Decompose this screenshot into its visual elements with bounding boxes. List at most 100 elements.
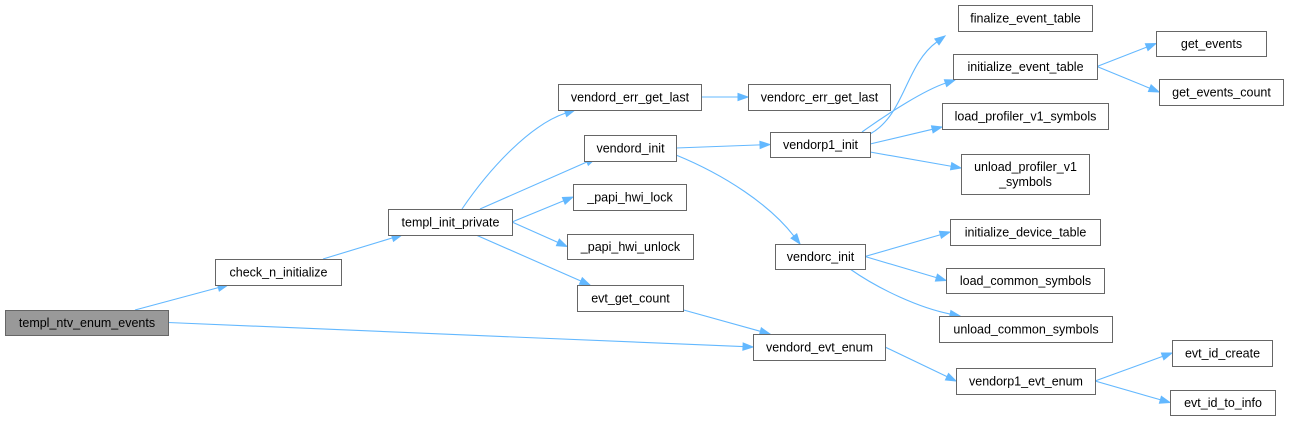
edge-arrowhead <box>949 161 963 171</box>
edge-arrowhead <box>790 233 801 246</box>
edge-vendorp1_init-to-load_profiler_v1_symbols <box>869 125 944 145</box>
edge-arrowhead <box>737 92 750 102</box>
node-box <box>946 268 1105 294</box>
node-box <box>961 154 1090 195</box>
edge-arrowhead <box>1158 395 1172 404</box>
edge-templ_init_private-to-papi_hwi_unlock <box>511 221 569 248</box>
node-unload-common-symbols[interactable]: unload_common_symbols <box>939 316 1113 343</box>
edge-templ_init_private-to-papi_hwi_lock <box>511 196 575 223</box>
edge-arrowhead <box>742 342 755 351</box>
edge-arrowhead <box>1147 84 1161 93</box>
node-box <box>753 334 886 361</box>
edge-line <box>864 255 937 279</box>
node-evt-get-count[interactable]: evt_get_count <box>577 285 684 312</box>
edge-line <box>479 161 588 210</box>
edge-vendord_evt_enum-to-vendorp1_evt_enum <box>884 346 958 382</box>
edge-arrowhead <box>1144 42 1158 52</box>
node-box <box>577 285 684 312</box>
edge-arrowhead <box>943 79 957 88</box>
node-initialize-event-table[interactable]: initialize_event_table <box>953 54 1098 80</box>
edge-line <box>322 237 393 260</box>
node-vendord-init[interactable]: vendord_init <box>584 135 677 162</box>
node-vendorc-err-get-last[interactable]: vendorc_err_get_last <box>748 84 891 111</box>
node-box <box>558 84 702 111</box>
edge-line <box>511 200 564 223</box>
node-label: check_n_initialize <box>230 266 328 280</box>
node-load-common-symbols[interactable]: load_common_symbols <box>946 268 1105 294</box>
edge-vendorc_init-to-load_common_symbols <box>864 255 948 282</box>
edge-line <box>864 234 941 258</box>
edge-line <box>884 346 948 378</box>
node-box <box>939 316 1113 343</box>
edge-arrowhead <box>759 140 772 150</box>
edge-templ_init_private-to-evt_get_count <box>475 234 592 286</box>
node-vendorp1-evt-enum[interactable]: vendorp1_evt_enum <box>956 368 1096 395</box>
node-get-events[interactable]: get_events <box>1156 31 1267 57</box>
node-vendorp1-init[interactable]: vendorp1_init <box>770 132 871 158</box>
node-label: initialize_event_table <box>967 60 1083 74</box>
node-box <box>1172 340 1273 367</box>
edge-line <box>849 268 951 315</box>
node-box <box>573 184 687 211</box>
node-unload-profiler-v1-symbols[interactable]: unload_profiler_v1_symbols <box>961 154 1090 195</box>
edge-vendorp1_init-to-initialize_event_table <box>861 79 957 133</box>
node-label: evt_get_count <box>591 292 670 306</box>
edge-vendord_err_get_last-to-vendorc_err_get_last <box>701 92 750 102</box>
node-label: vendord_evt_enum <box>766 341 873 355</box>
edge-line <box>1096 46 1147 68</box>
node-vendorc-init[interactable]: vendorc_init <box>775 244 866 270</box>
node-box <box>1156 31 1267 57</box>
node-finalize-event-table[interactable]: finalize_event_table <box>958 5 1093 32</box>
node-label: _symbols <box>998 175 1052 189</box>
edge-evt_get_count-to-vendord_evt_enum <box>679 308 772 336</box>
edge-line <box>679 308 761 332</box>
edge-line <box>1094 355 1163 382</box>
node-box <box>958 5 1093 32</box>
edge-arrowhead <box>938 230 952 240</box>
node-box <box>775 244 866 270</box>
node-templ-ntv-enum-events[interactable]: templ_ntv_enum_events <box>5 310 169 336</box>
edge-line <box>1094 380 1161 401</box>
node-check-n-initialize[interactable]: check_n_initialize <box>215 259 342 286</box>
edge-vendorp1_evt_enum-to-evt_id_create <box>1094 352 1174 382</box>
node-get-events-count[interactable]: get_events_count <box>1159 79 1284 106</box>
edge-vendorc_init-to-unload_common_symbols <box>849 268 962 319</box>
node-vendord-err-get-last[interactable]: vendord_err_get_last <box>558 84 702 111</box>
node-label: vendorp1_evt_enum <box>969 375 1083 389</box>
node-vendord-evt-enum[interactable]: vendord_evt_enum <box>753 334 886 361</box>
node-box <box>1170 390 1276 416</box>
node-label: vendorc_err_get_last <box>761 91 879 105</box>
node-evt-id-to-info[interactable]: evt_id_to_info <box>1170 390 1276 416</box>
node-initialize-device-table[interactable]: initialize_device_table <box>950 219 1101 246</box>
edge-line <box>134 287 219 311</box>
node-label: templ_ntv_enum_events <box>19 316 155 330</box>
node-load-profiler-v1-symbols[interactable]: load_profiler_v1_symbols <box>942 103 1109 130</box>
node-label: load_profiler_v1_symbols <box>955 110 1097 124</box>
edge-arrowhead <box>561 196 575 205</box>
node-box <box>942 103 1109 130</box>
edge-line <box>869 151 952 167</box>
node-evt-id-create[interactable]: evt_id_create <box>1172 340 1273 367</box>
edge-arrowhead <box>930 125 944 134</box>
node-label: initialize_device_table <box>965 226 1087 240</box>
edge-arrowhead <box>944 372 958 382</box>
node-papi-hwi-lock[interactable]: _papi_hwi_lock <box>573 184 687 211</box>
edge-arrowhead <box>934 273 948 282</box>
edge-line <box>511 221 559 243</box>
node-box <box>953 54 1098 80</box>
edge-line <box>869 128 933 145</box>
edge-initialize_event_table-to-get_events <box>1096 42 1158 68</box>
edge-check_n_initialize-to-templ_init_private <box>322 233 404 260</box>
node-label: evt_id_create <box>1185 347 1260 361</box>
edge-vendorp1_init-to-finalize_event_table <box>869 35 947 135</box>
edge-vendorp1_evt_enum-to-evt_id_to_info <box>1094 380 1172 404</box>
node-templ-init-private[interactable]: templ_init_private <box>388 209 513 236</box>
node-label: vendorc_init <box>787 250 855 264</box>
edge-templ_ntv_enum_events-to-vendord_evt_enum <box>167 321 755 351</box>
edge-vendord_init-to-vendorc_init <box>675 154 801 246</box>
edge-line <box>861 82 946 133</box>
node-papi-hwi-unlock[interactable]: _papi_hwi_unlock <box>567 234 694 260</box>
node-label: load_common_symbols <box>960 274 1091 288</box>
